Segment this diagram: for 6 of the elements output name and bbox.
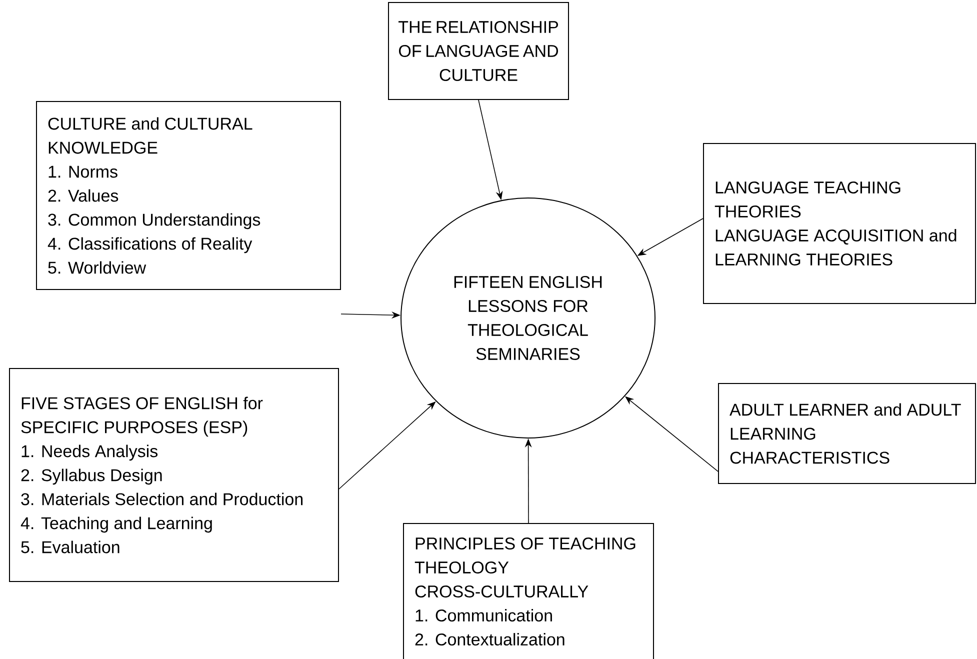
topic-box: THE RELATIONSHIP OF LANGUAGE AND CULTURE <box>388 2 569 100</box>
topic-box: FIVE STAGES OF ENGLISH for SPECIFIC PURPOSES (ESP) 1. Needs Analysis 2. Syllabus Design 3. Materials Selection and Production 4. Teaching and Learning 5. Evaluation <box>9 368 339 582</box>
topic-box: PRINCIPLES OF TEACHING THEOLOGY CROSS-CULTURALLY 1. Communication 2. Contextualization <box>403 523 654 659</box>
topic-box: ADULT LEARNER and ADULT LEARNING CHARACTERISTICS <box>718 383 976 484</box>
topic-box: LANGUAGE TEACHING THEORIES LANGUAGE ACQUISITION and LEARNING THEORIES <box>703 143 976 304</box>
topic-box: CULTURE and CULTURAL KNOWLEDGE 1. Norms 2. Values 3. Common Understandings 4. Classifications of Reality 5. Worldview <box>36 101 341 290</box>
